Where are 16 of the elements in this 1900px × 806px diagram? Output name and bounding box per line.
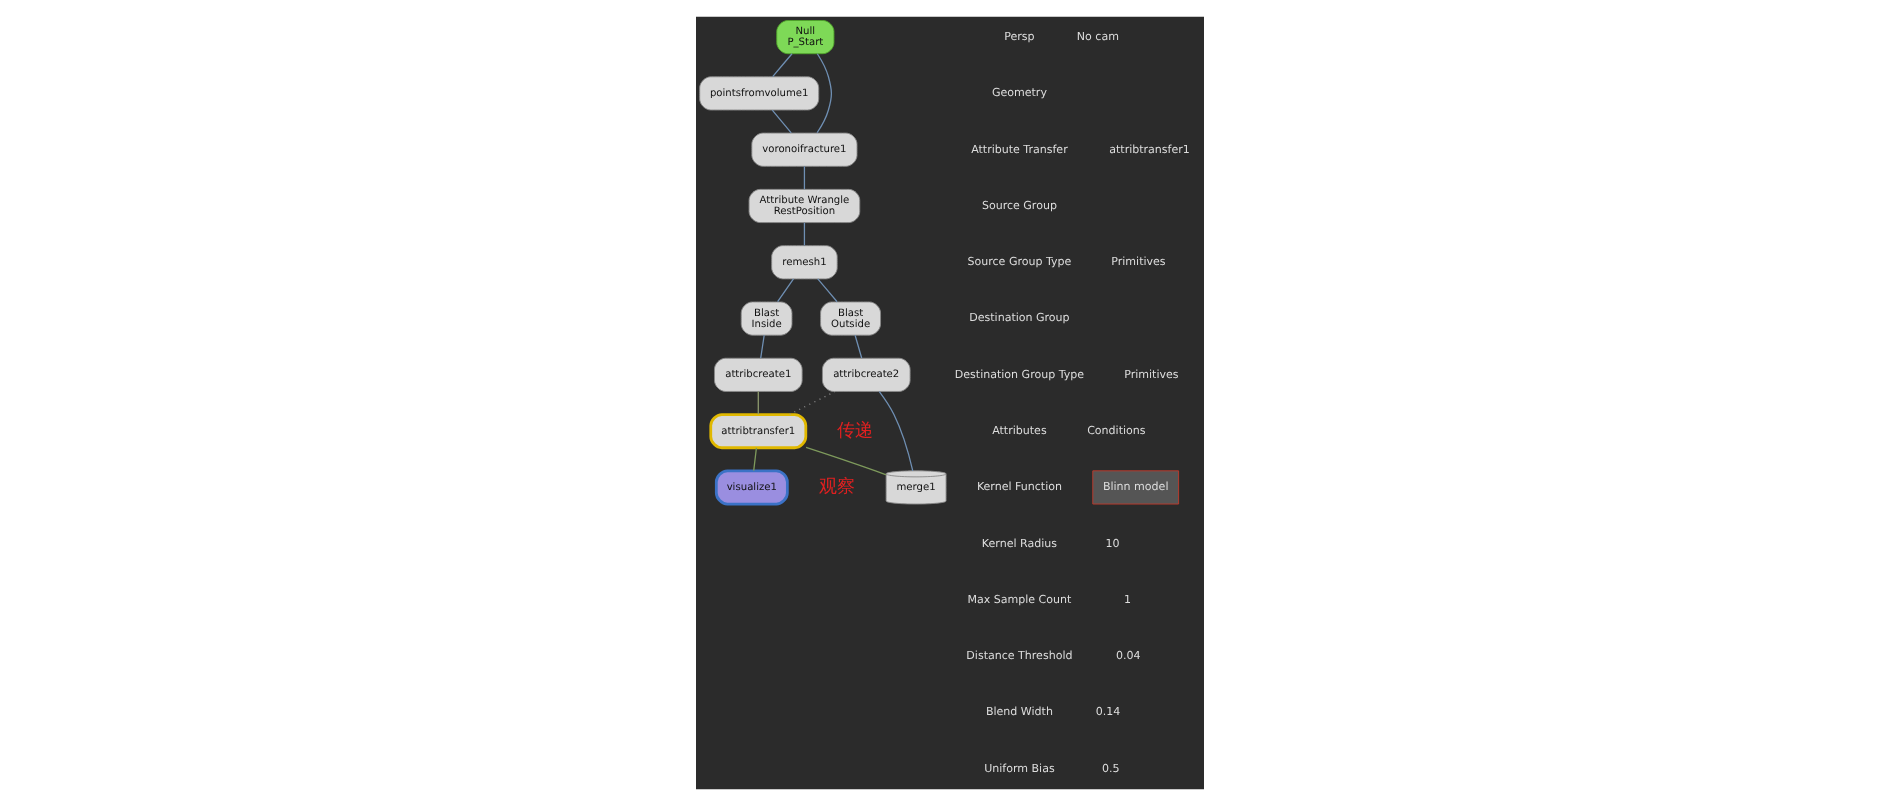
connector: [753, 447, 758, 472]
connector: [760, 334, 765, 359]
connector: [816, 53, 833, 134]
label: 观察: [818, 476, 855, 499]
connector: [757, 390, 759, 415]
connector: [805, 446, 887, 476]
connector: [854, 334, 863, 359]
connector: [788, 390, 836, 416]
connector: [771, 109, 792, 134]
connector: [803, 165, 806, 190]
connector: [878, 391, 914, 472]
label: 传递: [837, 419, 874, 442]
connector: [772, 53, 793, 78]
connector: [777, 278, 795, 303]
connector: [817, 278, 838, 303]
connector: [803, 222, 806, 247]
